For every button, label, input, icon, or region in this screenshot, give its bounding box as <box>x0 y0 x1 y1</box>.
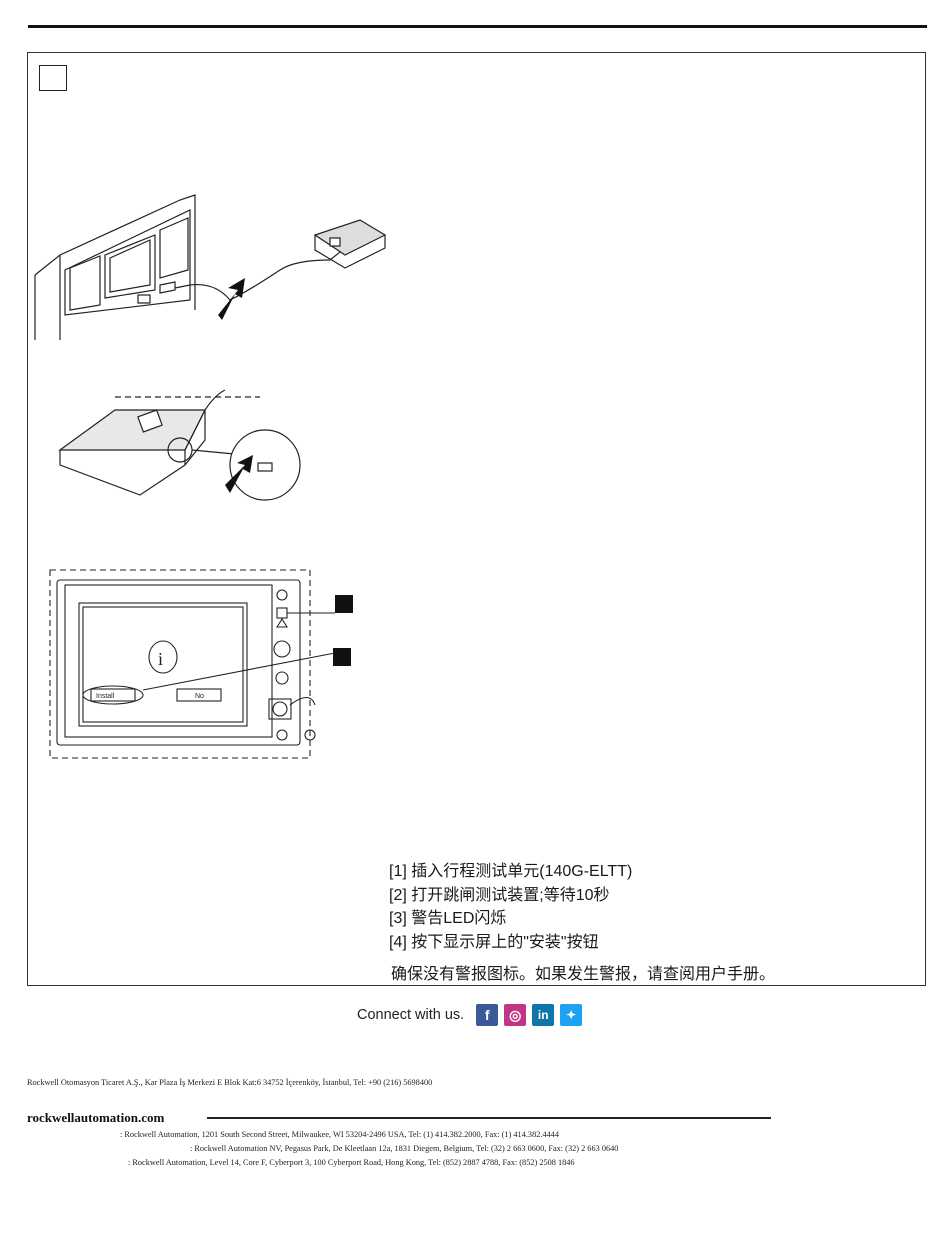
connect-label: Connect with us. <box>357 1007 465 1023</box>
no-button-label: No <box>195 693 204 700</box>
callout-marker-3 <box>335 595 353 613</box>
asia-address: : Rockwell Automation, Level 14, Core F,… <box>128 1158 575 1167</box>
website-rule <box>207 1117 771 1119</box>
step-4: [4] 按下显示屏上的"安装"按钮 <box>389 933 599 951</box>
instagram-icon[interactable]: ◎ <box>504 1004 527 1026</box>
callout-marker-4 <box>333 648 351 666</box>
instruction-frame <box>27 52 926 986</box>
install-button-label: Install <box>96 693 115 700</box>
step-list: [1] 插入行程测试单元(140G-ELTT) [2] 打开跳闸测试装置;等待1… <box>389 860 632 954</box>
social-bar: Connect with us. f ◎ in ✦ <box>357 1004 588 1026</box>
step-1: [1] 插入行程测试单元(140G-ELTT) <box>389 863 633 880</box>
alarm-note: 确保没有警报图标。如果发生警报，请查阅用户手册。 <box>391 966 776 983</box>
website-link[interactable]: rockwellautomation.com <box>27 1110 165 1125</box>
figure-switch-on-test-device <box>58 389 301 501</box>
figure-plug-in-test-unit <box>34 194 387 340</box>
step-3: [3] 警告LED闪烁 <box>389 910 507 927</box>
step-2: [2] 打开跳闸测试装置;等待10秒 <box>389 886 610 904</box>
figure-display-install: i Install No <box>49 569 353 759</box>
facebook-icon[interactable]: f <box>476 1004 499 1026</box>
europe-address: : Rockwell Automation NV, Pegasus Park, … <box>190 1144 619 1153</box>
turkey-address: Rockwell Otomasyon Ticaret A.Ş., Kar Pla… <box>27 1078 433 1087</box>
step-number-box <box>39 65 67 91</box>
americas-address: : Rockwell Automation, 1201 South Second… <box>120 1130 560 1139</box>
top-rule <box>28 25 927 28</box>
svg-text:i: i <box>158 649 163 669</box>
linkedin-icon[interactable]: in <box>532 1004 555 1026</box>
twitter-icon[interactable]: ✦ <box>560 1004 583 1026</box>
